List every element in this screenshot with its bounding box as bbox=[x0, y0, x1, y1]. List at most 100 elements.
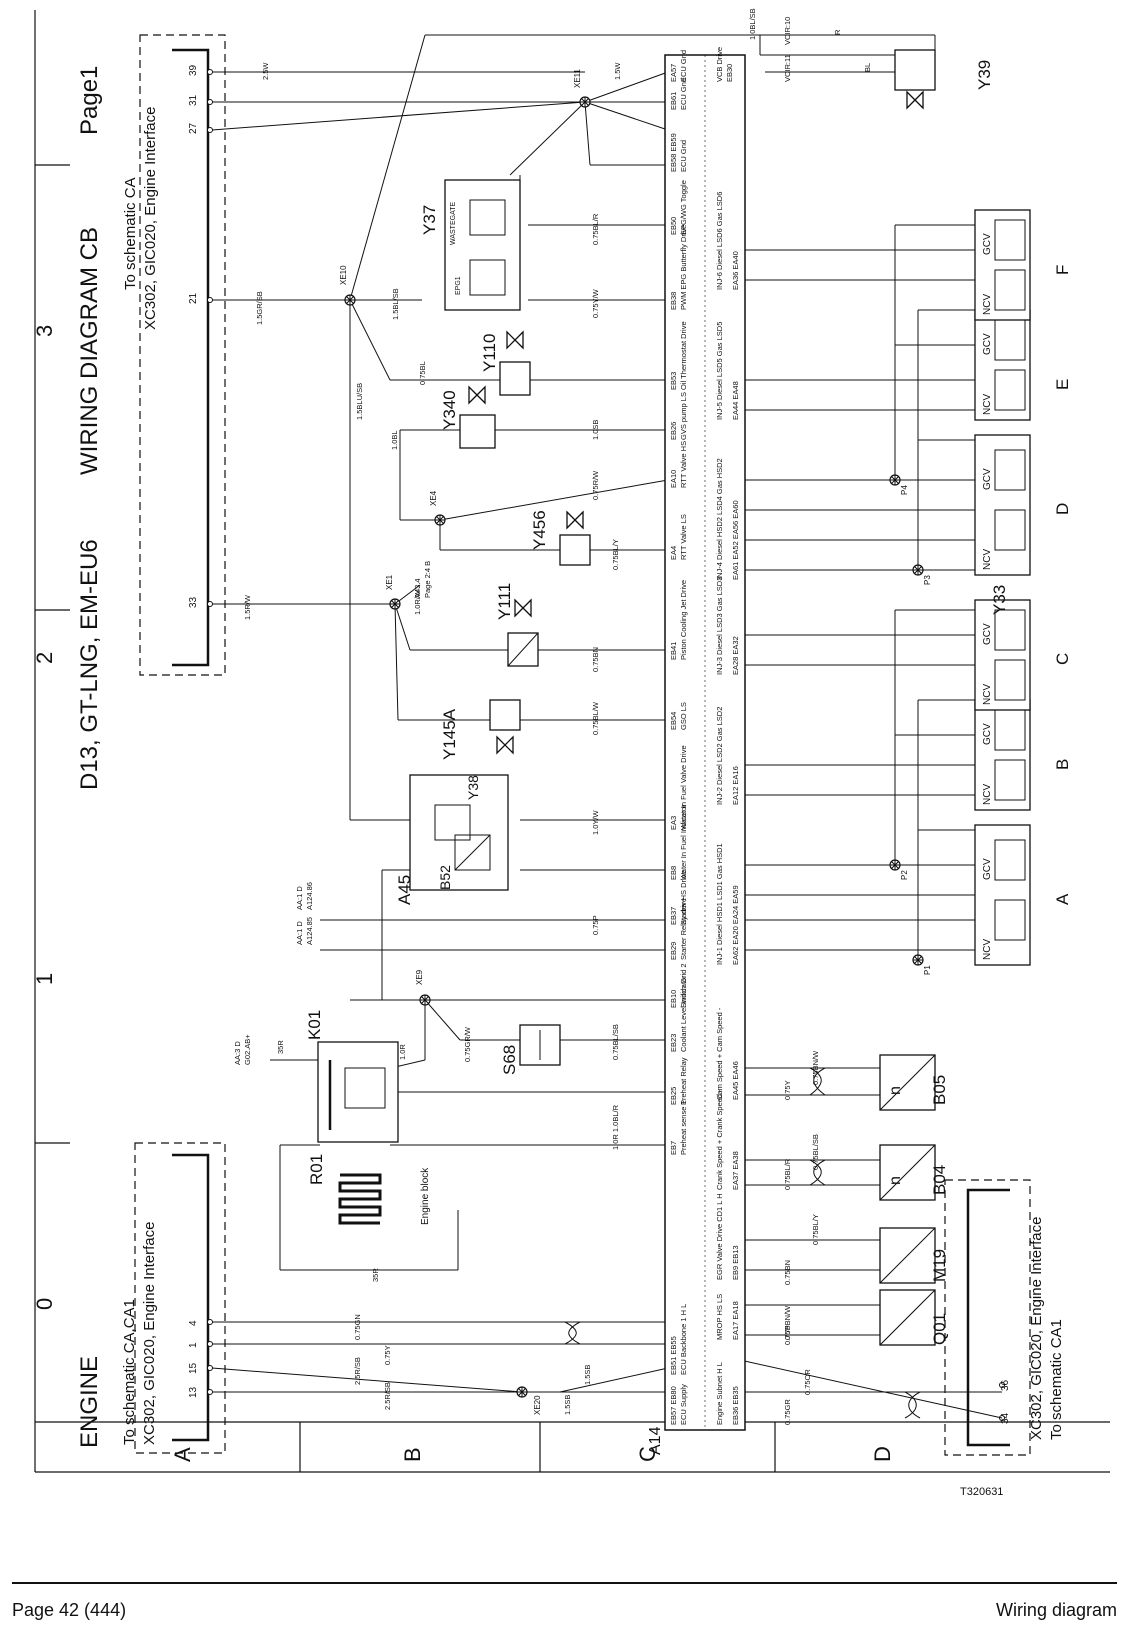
title-page: Page1 bbox=[76, 66, 103, 135]
svg-text:B04: B04 bbox=[930, 1165, 949, 1195]
svg-text:0.75BN/W: 0.75BN/W bbox=[783, 1305, 792, 1340]
component-y37: WASTEGATE EPG1 Y37 bbox=[420, 179, 521, 311]
svg-text:15: 15 bbox=[188, 1362, 199, 1374]
svg-text:VCB Drive: VCB Drive bbox=[715, 47, 724, 82]
svg-text:Starter HS Drive: Starter HS Drive bbox=[679, 870, 688, 925]
svg-text:E: E bbox=[1053, 379, 1072, 390]
svg-text:0.75BN: 0.75BN bbox=[591, 647, 600, 672]
svg-text:ECU Gnd: ECU Gnd bbox=[679, 140, 688, 172]
svg-text:S68: S68 bbox=[500, 1045, 519, 1075]
svg-text:R: R bbox=[833, 29, 842, 35]
svg-text:0.75BL: 0.75BL bbox=[418, 361, 427, 385]
svg-text:13: 13 bbox=[188, 1386, 199, 1398]
svg-text:EA37 EA38: EA37 EA38 bbox=[731, 1151, 740, 1190]
svg-text:2.5W: 2.5W bbox=[261, 62, 270, 80]
svg-text:Page 2:4 B: Page 2:4 B bbox=[423, 561, 432, 598]
svg-text:D: D bbox=[1053, 503, 1072, 515]
svg-text:0.75BL/SB: 0.75BL/SB bbox=[611, 1024, 620, 1060]
svg-text:NCV: NCV bbox=[982, 684, 993, 705]
injector-a: GCV NCV A bbox=[974, 824, 1072, 966]
svg-text:PWM EPG Butterfly Drive: PWM EPG Butterfly Drive bbox=[679, 225, 688, 310]
svg-text:A124.86: A124.86 bbox=[305, 882, 314, 910]
component-y39: Y39 bbox=[894, 49, 994, 109]
svg-text:EA61 EA52 EA56 EA60: EA61 EA52 EA56 EA60 bbox=[731, 500, 740, 580]
svg-text:EB54: EB54 bbox=[669, 712, 678, 730]
svg-text:2.5R/SB: 2.5R/SB bbox=[353, 1357, 362, 1385]
svg-text:EA62 EA20 EA24 EA59: EA62 EA20 EA24 EA59 bbox=[731, 885, 740, 965]
svg-text:XC302, GIC020, Engine Interfac: XC302, GIC020, Engine Interface bbox=[1028, 1217, 1045, 1440]
svg-text:XE4: XE4 bbox=[429, 490, 438, 506]
svg-text:R01: R01 bbox=[307, 1154, 326, 1185]
page-number: Page 42 (444) bbox=[12, 1600, 127, 1620]
svg-text:XE9: XE9 bbox=[415, 969, 424, 985]
title-wiring: WIRING DIAGRAM CB bbox=[76, 227, 103, 475]
svg-text:EB57 EB80: EB57 EB80 bbox=[669, 1386, 678, 1425]
page-frame bbox=[34, 10, 1110, 1473]
svg-text:1.0BL: 1.0BL bbox=[390, 430, 399, 450]
component-k01: K01 bbox=[305, 1010, 399, 1143]
svg-text:GCV: GCV bbox=[982, 723, 993, 745]
svg-text:35R: 35R bbox=[371, 1268, 380, 1282]
svg-text:Water In Fuel Indicator: Water In Fuel Indicator bbox=[679, 804, 688, 880]
component-y340: Y340 bbox=[440, 386, 496, 449]
svg-text:A45: A45 bbox=[395, 875, 414, 905]
wiring-diagram: 0 1 2 3 A B C D ENGINE D13, GT-LNG, EM-E… bbox=[32, 8, 1110, 1498]
row-label-d: D bbox=[870, 1446, 895, 1462]
svg-text:Y145A: Y145A bbox=[440, 708, 459, 760]
svg-text:1.5BLU/SB: 1.5BLU/SB bbox=[355, 383, 364, 420]
svg-text:Piston Cooling Jet Drive: Piston Cooling Jet Drive bbox=[679, 580, 688, 660]
svg-text:Switch Grid 2: Switch Grid 2 bbox=[679, 963, 688, 1008]
svg-text:WASTEGATE: WASTEGATE bbox=[450, 202, 457, 246]
svg-text:GSO LS: GSO LS bbox=[679, 702, 688, 730]
svg-text:NCV: NCV bbox=[982, 394, 993, 415]
svg-text:B52: B52 bbox=[437, 865, 453, 890]
svg-text:EA57: EA57 bbox=[669, 64, 678, 82]
svg-text:Engine Subnet H L: Engine Subnet H L bbox=[715, 1362, 724, 1425]
svg-text:0.75Y/W: 0.75Y/W bbox=[591, 288, 600, 318]
svg-text:Oil Thermostat Drive: Oil Thermostat Drive bbox=[679, 321, 688, 390]
svg-text:GCV: GCV bbox=[982, 233, 993, 255]
svg-text:F: F bbox=[1053, 265, 1072, 275]
svg-text:EB50: EB50 bbox=[669, 217, 678, 235]
svg-text:1.0Y/W: 1.0Y/W bbox=[591, 809, 600, 835]
svg-text:27: 27 bbox=[188, 122, 199, 134]
twisted-pairs bbox=[564, 1067, 921, 1419]
svg-text:EA44 EA48: EA44 EA48 bbox=[731, 381, 740, 420]
grid-labels: 0 1 2 3 A B C D bbox=[32, 325, 895, 1462]
svg-text:1.5SB: 1.5SB bbox=[583, 1365, 592, 1385]
svg-text:EPG/WG Toggle: EPG/WG Toggle bbox=[679, 180, 688, 235]
svg-text:0.75GR: 0.75GR bbox=[783, 1399, 792, 1425]
svg-text:RTT Valve LS: RTT Valve LS bbox=[679, 514, 688, 560]
col-label-3: 3 bbox=[32, 325, 57, 337]
svg-text:0.75BN: 0.75BN bbox=[783, 1260, 792, 1285]
svg-text:Water In Fuel Valve Drive: Water In Fuel Valve Drive bbox=[679, 745, 688, 830]
svg-text:Y110: Y110 bbox=[480, 334, 499, 372]
component-s68: S68 bbox=[500, 1024, 561, 1075]
footer: Page 42 (444) Wiring diagram bbox=[12, 1582, 1117, 1630]
svg-text:Engine block: Engine block bbox=[420, 1167, 431, 1225]
svg-text:1.5BL/SB: 1.5BL/SB bbox=[391, 288, 400, 320]
svg-text:AA:1 D: AA:1 D bbox=[295, 886, 304, 910]
svg-text:EB37: EB37 bbox=[669, 907, 678, 925]
svg-text:GVS pump LS: GVS pump LS bbox=[679, 392, 688, 440]
svg-text:EB51 EB55: EB51 EB55 bbox=[669, 1336, 678, 1375]
svg-text:1.5R/W: 1.5R/W bbox=[243, 594, 252, 620]
svg-text:NCV: NCV bbox=[982, 549, 993, 570]
svg-text:EB10: EB10 bbox=[669, 990, 678, 1008]
svg-text:1.0BL/SB: 1.0BL/SB bbox=[748, 8, 757, 40]
svg-text:Y340: Y340 bbox=[440, 390, 459, 430]
row-label-a: A bbox=[170, 1447, 195, 1462]
svg-text:G02.AB+: G02.AB+ bbox=[243, 1034, 252, 1065]
svg-text:EB58 EB59: EB58 EB59 bbox=[669, 133, 678, 172]
svg-text:P2: P2 bbox=[900, 870, 909, 880]
component-y110: Y110 bbox=[480, 331, 531, 396]
svg-text:ECU Backbone 1 H L: ECU Backbone 1 H L bbox=[679, 1304, 688, 1375]
injector-b: GCV NCV B bbox=[974, 699, 1072, 811]
svg-text:EB38: EB38 bbox=[669, 292, 678, 310]
injector-f: GCV NCV F bbox=[974, 209, 1072, 321]
svg-text:39: 39 bbox=[188, 64, 199, 76]
svg-text:34: 34 bbox=[1000, 1412, 1011, 1424]
svg-text:21: 21 bbox=[188, 292, 199, 304]
svg-text:0.75BL/R: 0.75BL/R bbox=[591, 213, 600, 245]
svg-text:0.75GN: 0.75GN bbox=[353, 1314, 362, 1340]
